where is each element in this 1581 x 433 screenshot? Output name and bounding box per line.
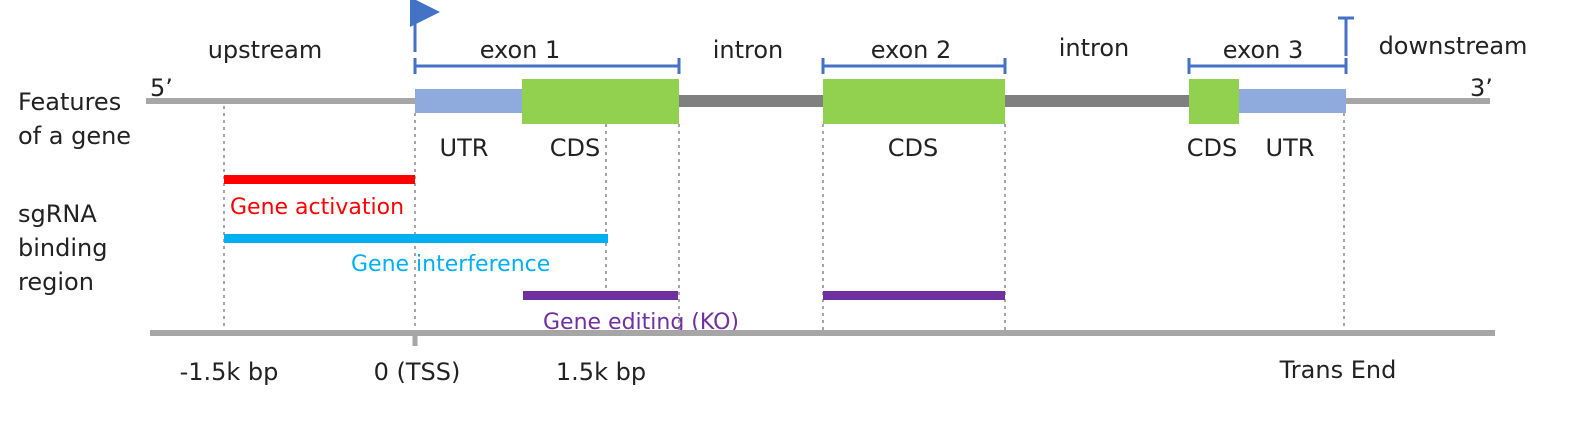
exon1-bracket bbox=[413, 58, 681, 74]
exon2-bracket bbox=[821, 58, 1007, 74]
exon3-cds-block bbox=[1189, 79, 1239, 124]
exon3-utr-label: UTR bbox=[1266, 134, 1315, 162]
exon1-label: exon 1 bbox=[480, 36, 561, 64]
exon3-label: exon 3 bbox=[1223, 36, 1304, 64]
exon3-bracket bbox=[1187, 58, 1348, 74]
exon3-cds-label: CDS bbox=[1187, 134, 1237, 162]
exon1-cds-block bbox=[522, 79, 679, 124]
features-label-line2: of a gene bbox=[18, 122, 131, 150]
exon1-utr-label: UTR bbox=[440, 134, 489, 162]
axis-plus-label: 1.5k bp bbox=[556, 358, 646, 386]
five-prime-label: 5’ bbox=[150, 74, 173, 102]
exon2-cds-label: CDS bbox=[888, 134, 938, 162]
axis-end-label: Trans End bbox=[1279, 356, 1397, 384]
sgrna-label-line1: sgRNA bbox=[18, 200, 97, 228]
exon1-utr-block bbox=[415, 89, 522, 113]
axis-tss-label: 0 (TSS) bbox=[374, 358, 461, 386]
gene-interference-label: Gene interference bbox=[351, 252, 550, 277]
gene-editing-bar-exon2 bbox=[823, 291, 1005, 300]
exon2-cds-block bbox=[823, 79, 1005, 124]
upstream-label: upstream bbox=[208, 36, 323, 64]
features-label-line1: Features bbox=[18, 88, 121, 116]
tss-arrow-icon bbox=[410, 0, 440, 52]
exon3-utr-block bbox=[1239, 89, 1346, 113]
sgrna-label-line3: region bbox=[18, 268, 94, 296]
gene-activation-bar bbox=[224, 175, 415, 184]
exon2-label: exon 2 bbox=[871, 36, 952, 64]
sgrna-label-line2: binding bbox=[18, 234, 107, 262]
gene-interference-bar bbox=[224, 234, 608, 243]
guide-lines bbox=[223, 106, 1345, 330]
axis-minus-label: -1.5k bp bbox=[180, 358, 279, 386]
gene-activation-label: Gene activation bbox=[230, 195, 404, 220]
trans-end-mark-icon bbox=[1338, 16, 1354, 56]
intron2-label: intron bbox=[1059, 34, 1130, 62]
downstream-label: downstream bbox=[1379, 32, 1528, 60]
exon1-cds-label: CDS bbox=[550, 134, 600, 162]
gene-editing-bar-exon1 bbox=[523, 291, 678, 300]
intron1-label: intron bbox=[713, 36, 784, 64]
three-prime-label: 3’ bbox=[1470, 74, 1493, 102]
